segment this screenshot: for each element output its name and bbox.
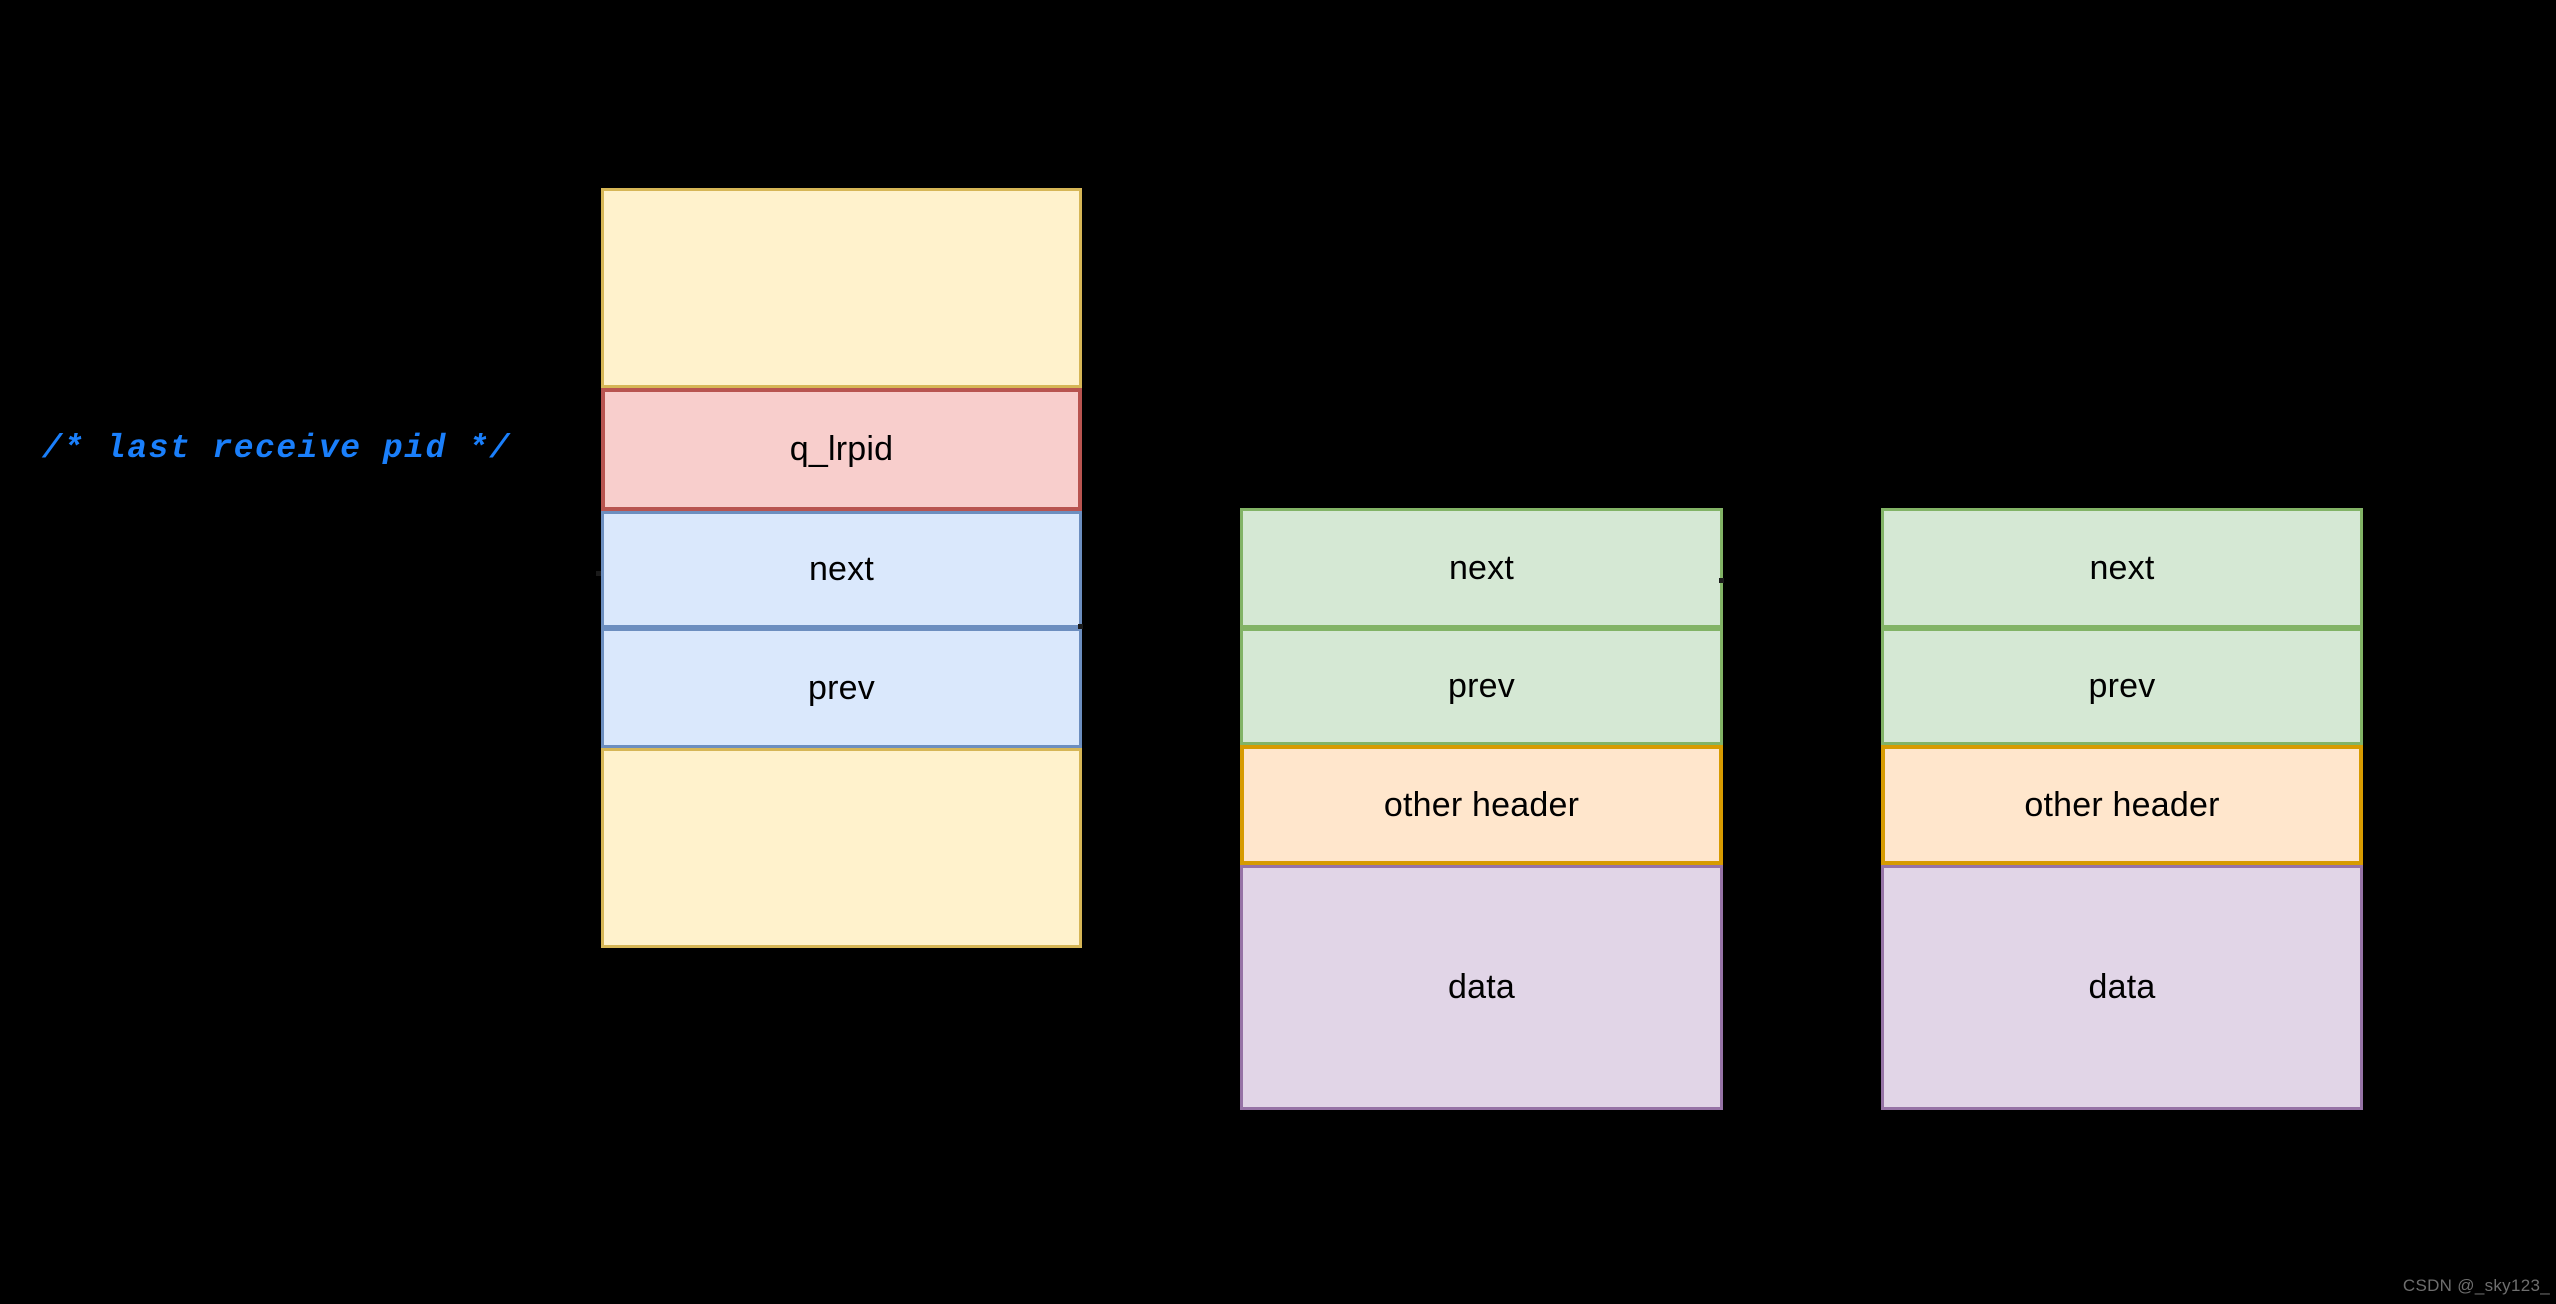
field-data: data (1240, 865, 1723, 1110)
pointer-stub-node1-icon (1719, 578, 1724, 583)
field-blank (601, 748, 1082, 948)
field-prev: prev (1881, 628, 2363, 745)
field-other-header: other header (1881, 745, 2363, 865)
field-next: next (1881, 508, 2363, 628)
field-next: next (601, 511, 1082, 628)
field-q-lrpid: q_lrpid (601, 388, 1082, 511)
pointer-stub-left-icon (596, 571, 601, 576)
field-other-header: other header (1240, 745, 1723, 865)
field-blank (601, 188, 1082, 388)
field-next: next (1240, 508, 1723, 628)
field-data: data (1881, 865, 2363, 1110)
field-prev: prev (1240, 628, 1723, 745)
pointer-stub-right-icon (1078, 624, 1083, 629)
field-prev: prev (601, 628, 1082, 748)
code-comment-label: /* last receive pid */ (42, 430, 511, 467)
watermark: CSDN @_sky123_ (2402, 1276, 2550, 1295)
